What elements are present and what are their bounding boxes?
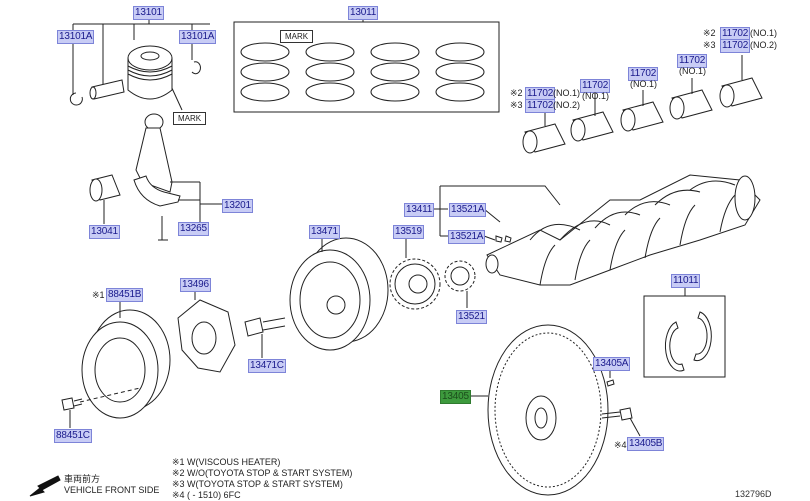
- part-label-13101a-left[interactable]: 13101A: [57, 30, 95, 44]
- piston-ring: [435, 42, 485, 62]
- piston-ring: [240, 82, 290, 102]
- bearing-b5-no2-note: (NO.2): [750, 40, 777, 50]
- note-ref-2: ※2: [510, 88, 523, 98]
- main-bearings: [522, 77, 763, 154]
- part-label-13405b[interactable]: 13405B: [627, 437, 665, 451]
- bearing-b5-no1-note: (NO.1): [750, 28, 777, 38]
- piston-ring: [240, 42, 290, 62]
- bearing-b4-note: (NO.1): [679, 66, 706, 76]
- snap-ring-right: [191, 61, 201, 75]
- part-label-13101[interactable]: 13101: [133, 6, 164, 20]
- connecting-rod: [133, 113, 222, 241]
- part-label-11702-no2-a[interactable]: 11702: [525, 99, 556, 113]
- part-label-13405-selected[interactable]: 13405: [440, 390, 471, 404]
- piston-ring-set: [233, 14, 500, 113]
- flywheel-dowel-pin: [606, 379, 615, 387]
- note-ref-4: ※4: [614, 440, 627, 450]
- front-side-en: VEHICLE FRONT SIDE: [64, 485, 160, 495]
- part-label-11702-b3[interactable]: 11702: [628, 67, 659, 81]
- note-ref-1: ※1: [92, 290, 105, 300]
- flywheel-bolt: [601, 407, 633, 421]
- part-label-13101a-right[interactable]: 13101A: [179, 30, 217, 44]
- bearing-b3-note: (NO.1): [630, 79, 657, 89]
- piston-mark-callout: MARK: [173, 112, 207, 125]
- legend-item-4: ※4 ( - 1510) 6FC: [172, 490, 241, 500]
- rod-bearing: [89, 174, 121, 224]
- part-label-13519[interactable]: 13519: [393, 225, 424, 239]
- bearing-b2-note: (NO.1): [582, 91, 609, 101]
- front-side-jp: 車両前方: [64, 474, 101, 484]
- part-label-13405a[interactable]: 13405A: [593, 357, 631, 371]
- damper-plate: [177, 288, 236, 373]
- diagram-code: 132796D: [735, 489, 772, 499]
- bearing-shell: [570, 111, 614, 142]
- piston-ring: [370, 82, 420, 102]
- part-label-13521[interactable]: 13521: [456, 310, 487, 324]
- part-label-13411[interactable]: 13411: [404, 203, 435, 217]
- piston-ring: [435, 82, 485, 102]
- piston-ring: [370, 42, 420, 62]
- footnote-legend: ※1 W(VISCOUS HEATER) ※2 W/O(TOYOTA STOP …: [172, 457, 352, 501]
- snap-ring-left: [69, 92, 83, 106]
- pulley-bolt: [244, 317, 286, 358]
- piston-ring: [240, 62, 290, 82]
- bearing-no1-note: (NO.1): [553, 88, 580, 98]
- piston-ring: [435, 62, 485, 82]
- piston-ring: [305, 62, 355, 82]
- part-label-13521a-bottom[interactable]: 13521A: [448, 230, 486, 244]
- vehicle-front-side-label: 車両前方 VEHICLE FRONT SIDE: [64, 474, 159, 496]
- bearing-shell: [719, 77, 763, 108]
- part-label-11702-no2-b[interactable]: 11702: [720, 39, 751, 53]
- bearing-shell: [669, 89, 713, 120]
- part-label-13201[interactable]: 13201: [222, 199, 253, 213]
- part-label-13521a-top[interactable]: 13521A: [449, 203, 487, 217]
- part-label-11011[interactable]: 11011: [671, 274, 701, 288]
- part-label-88451c[interactable]: 88451C: [54, 429, 92, 443]
- bearing-shell: [522, 123, 566, 154]
- thrust-washer-set: [643, 286, 726, 378]
- piston-ring: [305, 82, 355, 102]
- legend-item-1: ※1 W(VISCOUS HEATER): [172, 457, 281, 467]
- part-label-13496[interactable]: 13496: [180, 278, 211, 292]
- part-label-11702-b2[interactable]: 11702: [580, 79, 611, 93]
- crank-timing-gear: [389, 236, 441, 310]
- piston-ring: [305, 42, 355, 62]
- bearing-no2-note: (NO.2): [553, 100, 580, 110]
- ring-mark-callout: MARK: [280, 30, 314, 43]
- part-label-88451b[interactable]: 88451B: [106, 288, 144, 302]
- legend-item-2: ※2 W/O(TOYOTA STOP & START SYSTEM): [172, 468, 353, 478]
- oil-pump-drive-gear: [444, 260, 476, 308]
- legend-item-3: ※3 W(TOYOTA STOP & START SYSTEM): [172, 479, 343, 489]
- piston: [127, 45, 173, 100]
- crank-keys: [495, 235, 512, 243]
- piston-ring: [370, 62, 420, 82]
- flywheel: [468, 324, 609, 496]
- part-label-13265[interactable]: 13265: [178, 222, 209, 236]
- part-label-13011[interactable]: 13011: [348, 6, 379, 20]
- viscous-heater-pulley: [79, 298, 171, 419]
- note-ref-3: ※3: [510, 100, 523, 110]
- note-ref-2b: ※2: [703, 28, 716, 38]
- pulley-bolt-88451c: [61, 397, 83, 428]
- part-label-11702-b4[interactable]: 11702: [677, 54, 708, 68]
- piston-pin: [89, 79, 125, 100]
- crankshaft: [485, 174, 761, 286]
- vehicle-front-arrow: [29, 475, 61, 497]
- note-ref-3b: ※3: [703, 40, 716, 50]
- bearing-shell: [620, 101, 664, 132]
- crankshaft-pulley: [289, 237, 389, 351]
- part-label-13041[interactable]: 13041: [89, 225, 120, 239]
- part-label-13471c[interactable]: 13471C: [248, 359, 286, 373]
- part-label-13471[interactable]: 13471: [309, 225, 340, 239]
